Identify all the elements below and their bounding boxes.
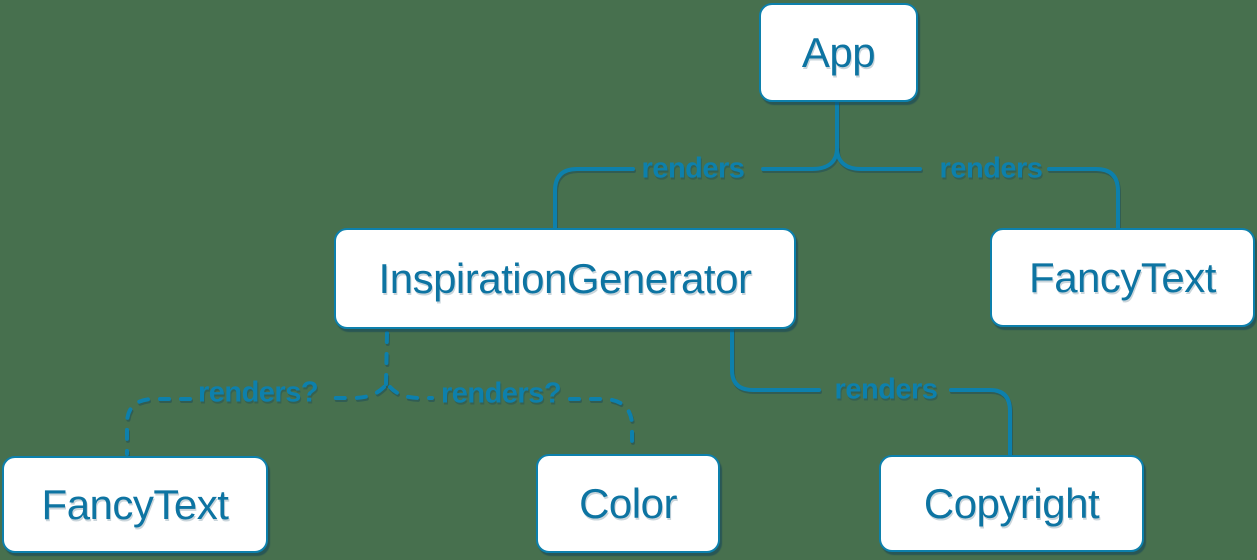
edge-label-inspirationgenerator-copyright: renders: [834, 373, 938, 406]
node-copyright-label: Copyright: [923, 479, 1100, 527]
node-inspiration-generator: InspirationGenerator: [334, 228, 796, 329]
node-app: App: [759, 3, 918, 102]
node-color-label: Color: [579, 479, 677, 527]
edge-app-fancytext-segment-1: [835, 146, 922, 171]
edge-app-inspirationgenerator-segment-2: [553, 167, 635, 230]
edge-app-inspirationgenerator-segment-1: [761, 101, 839, 171]
node-fancy-text-top: FancyText: [990, 228, 1255, 327]
node-copyright: Copyright: [879, 455, 1144, 552]
edge-inspirationgenerator-copyright-segment-2: [949, 388, 1012, 457]
node-fancy-text-bottom-label: FancyText: [41, 480, 229, 528]
node-fancy-text-top-label: FancyText: [1029, 253, 1216, 301]
edge-label-inspirationgenerator-color: renders?: [440, 377, 562, 410]
edge-inspirationgenerator-fancytext-segment-2: [125, 397, 192, 456]
edge-inspirationgenerator-color-segment-1: [388, 385, 434, 400]
node-fancy-text-bottom: FancyText: [2, 456, 268, 553]
edge-app-fancytext-segment-2: [1047, 167, 1120, 230]
edge-inspirationgenerator-fancytext-segment-1: [331, 385, 386, 400]
node-color: Color: [536, 454, 720, 553]
edge-label-app-fancytext: renders: [939, 152, 1043, 185]
edge-inspirationgenerator-color-segment-2: [568, 397, 634, 453]
edge-inspirationgenerator-dashed-stem: [384, 331, 389, 386]
node-app-label: App: [801, 28, 876, 76]
edge-label-app-inspirationgenerator: renders: [641, 152, 745, 185]
node-inspiration-generator-label: InspirationGenerator: [378, 254, 752, 302]
edge-inspirationgenerator-copyright-segment-1: [730, 328, 821, 392]
edge-label-inspirationgenerator-fancytext: renders?: [197, 376, 319, 409]
